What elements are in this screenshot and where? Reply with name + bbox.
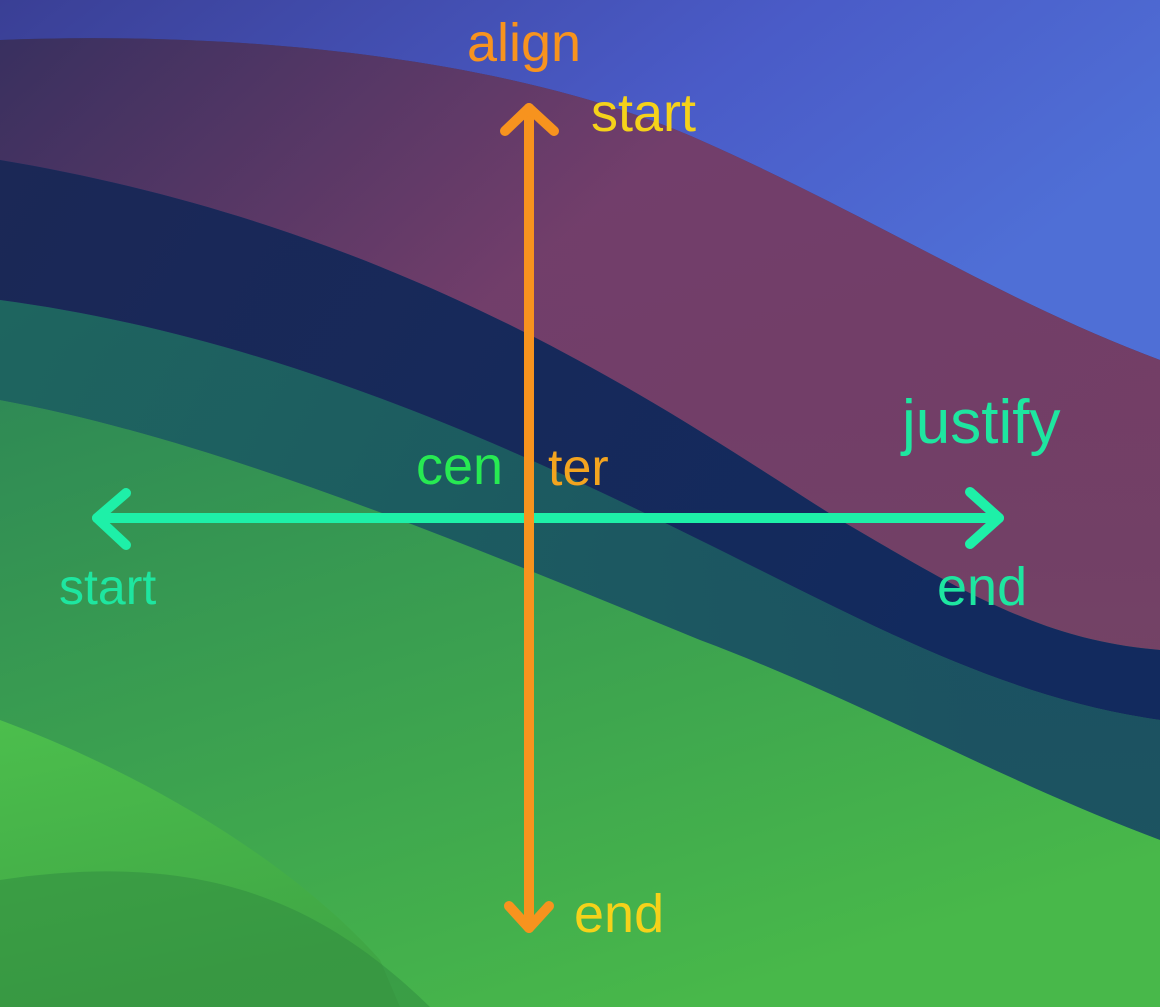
center-label-first-half: cen [416, 436, 504, 496]
justify-axis-arrow [92, 487, 1004, 550]
align-axis-arrow [500, 103, 559, 933]
justify-axis-title: justify [902, 388, 1061, 457]
align-end-label: end [574, 884, 665, 944]
align-axis-title: align [467, 13, 582, 73]
center-label-second-half: ter [548, 439, 609, 497]
align-start-label: start [591, 83, 697, 143]
justify-end-label: end [937, 557, 1028, 617]
justify-start-label: start [59, 559, 157, 615]
